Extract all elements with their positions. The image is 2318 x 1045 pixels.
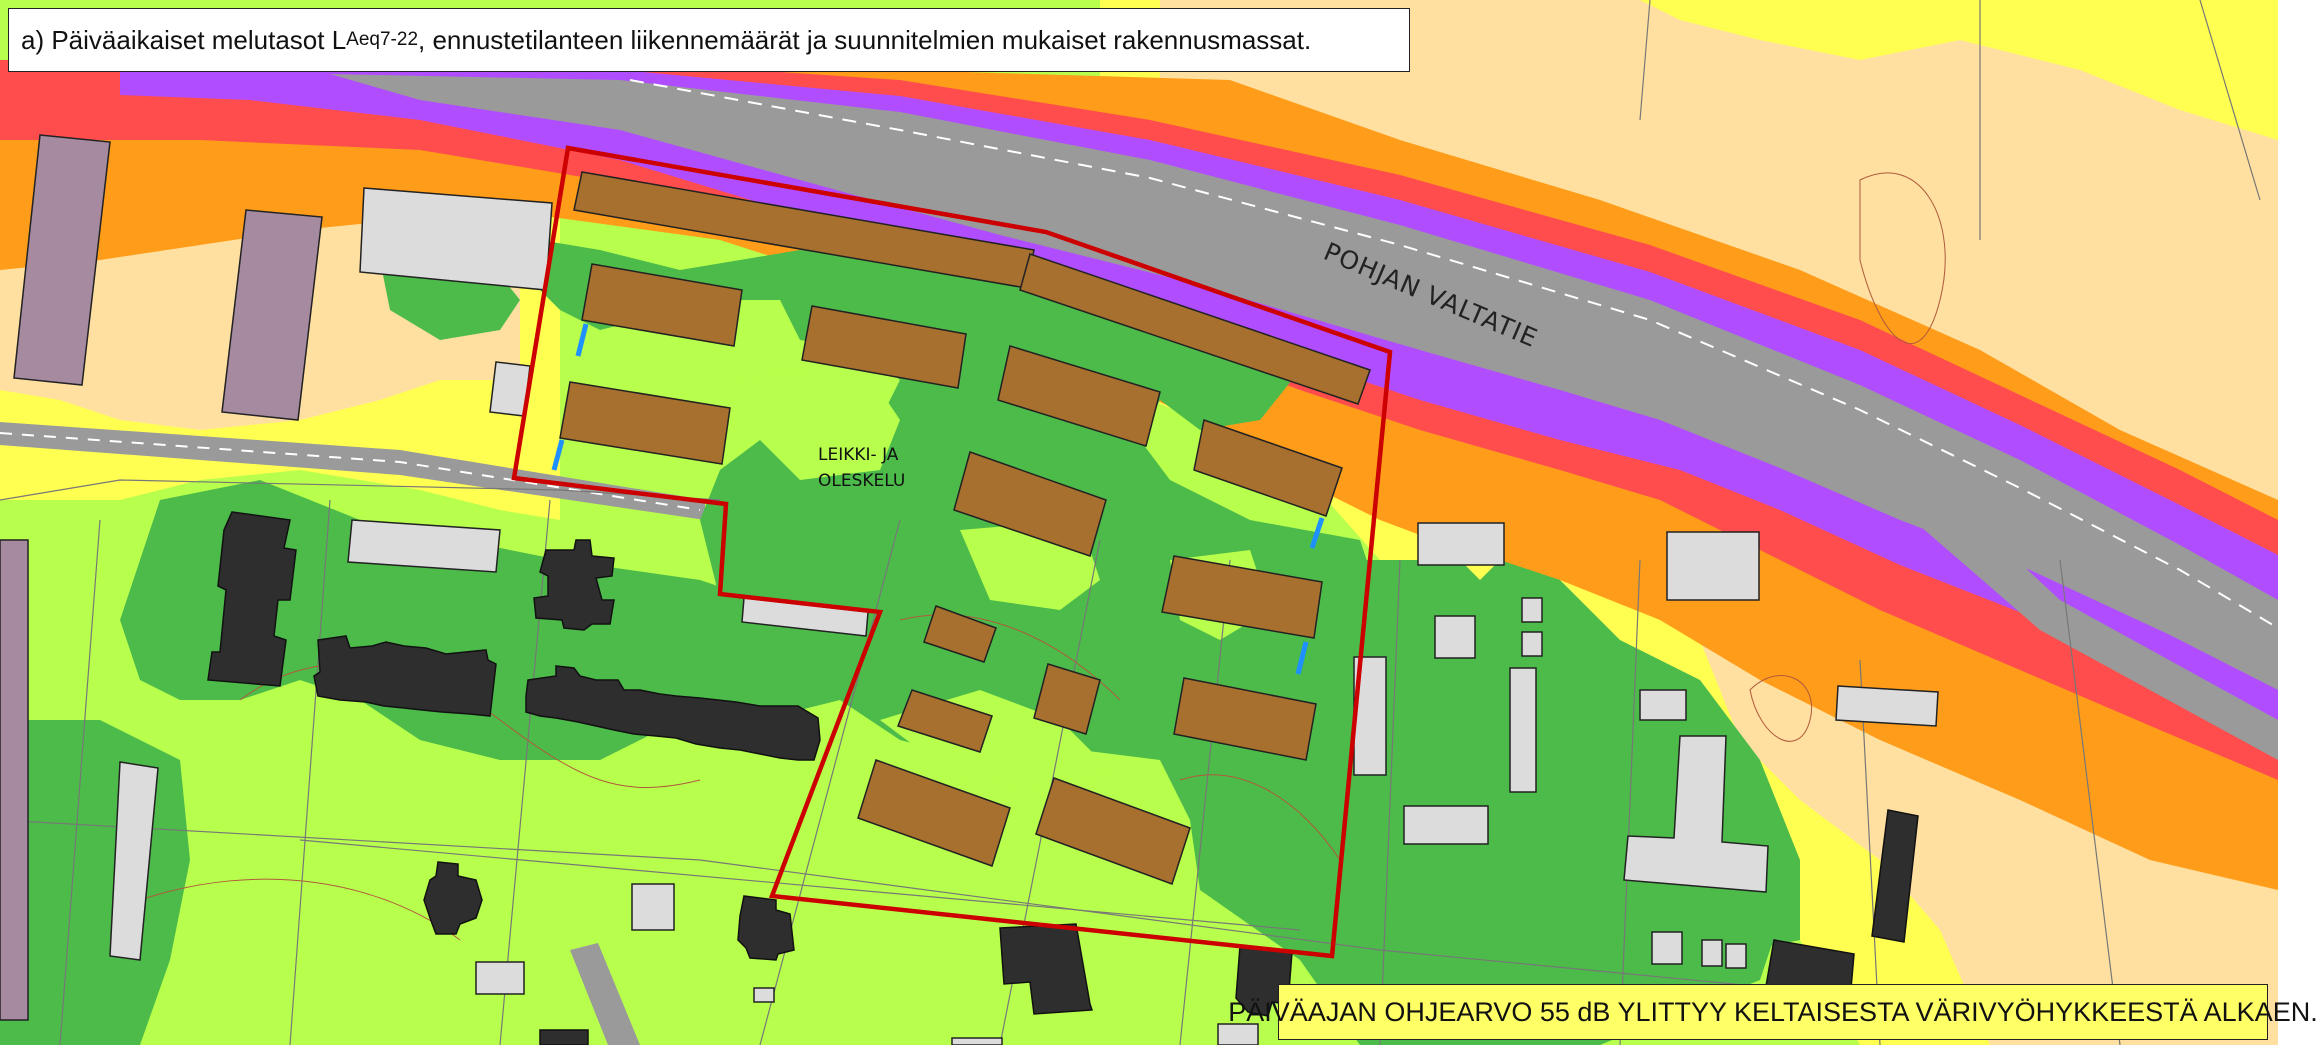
planned-building: [953, 451, 1107, 557]
planned-building: [857, 759, 1011, 867]
highway-ramp: [1860, 440, 2278, 760]
planned-buildings: [559, 171, 1371, 885]
grey-building: [1835, 685, 1939, 727]
planned-building: [559, 381, 731, 465]
plan-boundary: [511, 145, 1393, 959]
lilac-building: [13, 134, 111, 386]
planned-building: [1193, 419, 1343, 517]
zone-light-green-patch-1: [740, 360, 900, 480]
title-suffix: , ennustetilanteen liikennemäärät ja suu…: [418, 24, 1312, 55]
grey-building: [109, 761, 159, 961]
zone-green-east: [1290, 560, 1800, 1045]
grey-building: [753, 987, 775, 1003]
existing-building: [533, 539, 615, 631]
planned-building: [1019, 253, 1371, 405]
existing-building: [737, 895, 795, 961]
zone-green-west: [120, 480, 840, 760]
existing-building: [423, 861, 483, 935]
grey-building: [1651, 931, 1683, 965]
grey-building: [1521, 597, 1543, 623]
grey-building: [1639, 689, 1687, 721]
planned-building: [801, 305, 967, 389]
existing-building: [999, 923, 1094, 1015]
street-south: [570, 943, 640, 1045]
zone-yellow-ne-patch: [1640, 0, 2278, 140]
grey-building: [631, 883, 675, 931]
grey-building: [1666, 531, 1760, 601]
grey-building: [1403, 805, 1489, 845]
grey-building: [1521, 631, 1543, 657]
existing-building: [313, 635, 497, 717]
lilac-building: [0, 539, 29, 1021]
grey-building: [359, 187, 553, 291]
grey-building: [1217, 1023, 1259, 1045]
existing-building: [539, 1029, 589, 1045]
grey-building: [1509, 667, 1537, 793]
planned-building: [897, 689, 993, 753]
existing-building: [207, 511, 297, 687]
area-label-line1: LEIKKI- JA: [818, 445, 899, 465]
parcel-lines: [0, 0, 2261, 1045]
grey-building: [951, 1037, 1003, 1045]
street-west-centerline: [0, 432, 701, 511]
noise-barriers: [551, 323, 1325, 675]
planned-building: [1173, 677, 1317, 761]
existing-building: [525, 665, 821, 761]
guideline-note: PÄIVÄAJAN OHJEARVO 55 dB YLITTYY KELTAIS…: [1228, 984, 2318, 1040]
lilac-building: [221, 209, 323, 421]
planned-building: [1035, 777, 1191, 885]
guideline-note-text: PÄIVÄAJAN OHJEARVO 55 dB YLITTYY KELTAIS…: [1228, 996, 2318, 1027]
grey-building: [1701, 939, 1723, 967]
title-subscript: Aeq7-22: [346, 29, 419, 50]
existing-building: [1871, 809, 1919, 943]
planned-building: [581, 263, 743, 347]
planned-building: [997, 345, 1161, 447]
grey-building: [347, 519, 501, 573]
title-prefix: a) Päiväaikaiset melutasot L: [21, 24, 347, 55]
planned-building: [1033, 663, 1101, 735]
grey-building: [475, 961, 525, 995]
grey-building: [1725, 943, 1747, 969]
area-label-line2: OLESKELU: [818, 471, 905, 491]
grey-building: [1434, 615, 1476, 659]
grey-building-t-shape: [1623, 735, 1769, 893]
planned-building: [1161, 555, 1323, 639]
grey-building: [1417, 522, 1505, 566]
planned-building: [923, 605, 997, 663]
